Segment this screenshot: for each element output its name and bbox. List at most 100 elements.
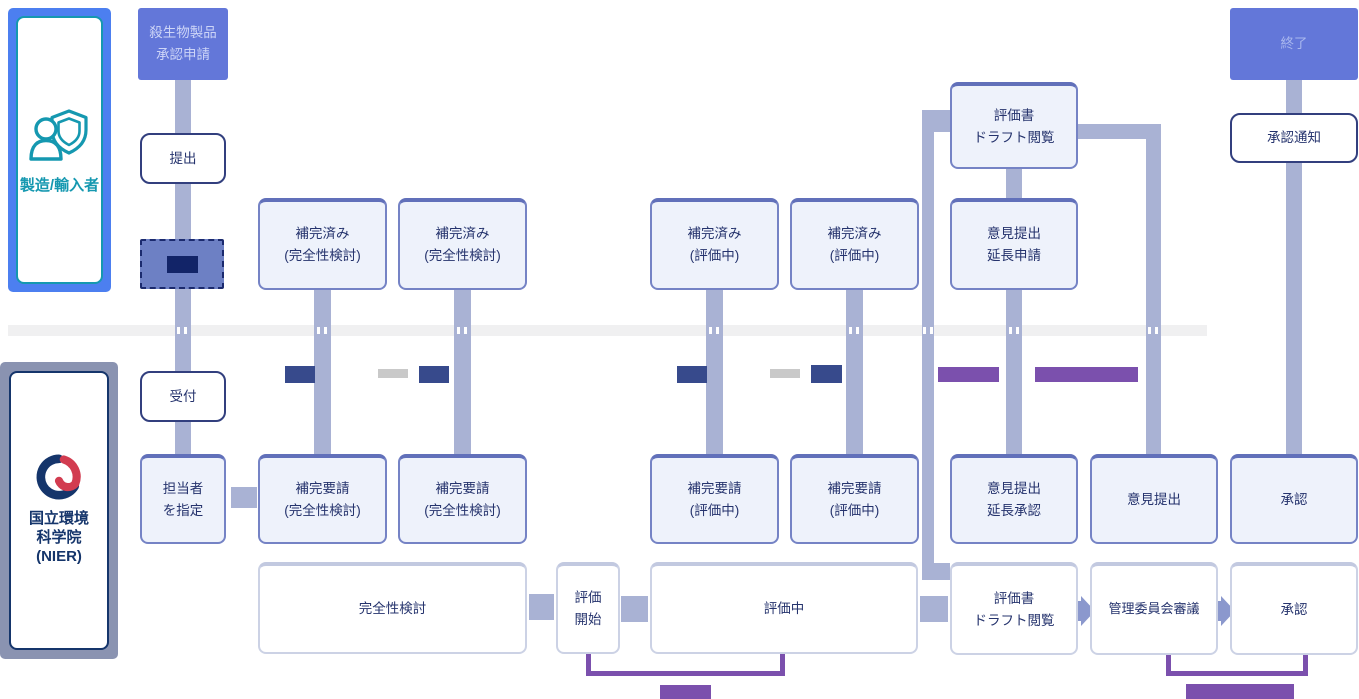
- node-completeness-review[interactable]: 完全性検討: [258, 562, 527, 654]
- band-crossing-dots: [1148, 327, 1160, 334]
- lane-nier: 国立環境 科学院 (NIER): [0, 362, 118, 659]
- node-label: 補完済み: [435, 226, 490, 242]
- node-label: 延長承認: [987, 503, 1041, 518]
- node-supplement-request-evaluation-2[interactable]: 補完要請 (評価中): [790, 454, 919, 544]
- node-approval-upper[interactable]: 承認: [1230, 454, 1358, 544]
- nier-swirl-logo: [36, 454, 81, 500]
- node-label: (評価中): [689, 248, 740, 263]
- person-shield-icon: [28, 108, 88, 161]
- bracket-approval-period: [1166, 652, 1308, 676]
- node-label: 評価: [574, 590, 602, 606]
- node-draft-view-state[interactable]: 評価書 ドラフト閲覧: [950, 562, 1078, 655]
- node-label: 補完要請: [827, 481, 882, 497]
- node-label: 管理委員会審議: [1108, 601, 1200, 617]
- marker-chip-navy: [811, 365, 842, 383]
- node-opinion-extension-approval[interactable]: 意見提出 延長承認: [950, 454, 1078, 544]
- node-supplement-request-completeness-1[interactable]: 補完要請 (完全性検討): [258, 454, 387, 544]
- node-label: 補完済み: [827, 226, 882, 242]
- node-supplemented-completeness-1[interactable]: 補完済み (完全性検討): [258, 198, 387, 290]
- node-submit[interactable]: 提出: [140, 133, 226, 184]
- node-approval-notice[interactable]: 承認通知: [1230, 113, 1358, 163]
- band-crossing-dots: [317, 327, 329, 334]
- node-label: 補完要請: [435, 481, 490, 497]
- node-committee-review[interactable]: 管理委員会審議: [1090, 562, 1218, 655]
- node-label: 承認: [1280, 601, 1308, 617]
- connector-draft-extension-request: [1006, 168, 1022, 198]
- node-approval-state[interactable]: 承認: [1230, 562, 1358, 655]
- connector-notice-approval: [1286, 163, 1302, 454]
- node-label: 殺生物製品: [149, 25, 217, 41]
- connector-end-notice: [1286, 80, 1302, 113]
- node-label: 補完要請: [295, 481, 350, 497]
- node-label: 評価書: [993, 107, 1035, 123]
- node-label: (完全性検討): [284, 248, 361, 263]
- marker-bar-purple: [1035, 367, 1138, 382]
- band-crossing-dots: [1009, 327, 1021, 334]
- timeline-band: [8, 325, 1207, 336]
- node-label: を指定: [162, 503, 204, 518]
- lane-nier-card: 国立環境 科学院 (NIER): [9, 371, 109, 650]
- node-opinion-submission[interactable]: 意見提出: [1090, 454, 1218, 544]
- node-reception[interactable]: 受付: [140, 371, 226, 422]
- node-supplemented-completeness-2[interactable]: 補完済み (完全性検討): [398, 198, 527, 290]
- node-assign-manager[interactable]: 担当者 を指定: [140, 454, 226, 544]
- node-label: 開始: [574, 612, 602, 627]
- marker-chip-navy: [285, 366, 315, 383]
- node-label: 完全性検討: [358, 601, 427, 617]
- node-label: (完全性検討): [424, 503, 501, 518]
- bracket-label-chip: [1186, 684, 1294, 699]
- marker-chip-navy: [677, 366, 707, 383]
- node-label: (評価中): [829, 503, 880, 518]
- node-draft-view-request[interactable]: 評価書 ドラフト閲覧: [950, 82, 1078, 169]
- node-supplement-request-evaluation-1[interactable]: 補完要請 (評価中): [650, 454, 779, 544]
- connector-reception-assign: [175, 422, 191, 454]
- band-crossing-dots: [177, 327, 189, 334]
- lane-nier-label: 国立環境 科学院 (NIER): [28, 510, 89, 565]
- node-under-evaluation[interactable]: 評価中: [650, 562, 918, 654]
- node-label: 承認申請: [156, 47, 210, 62]
- selected-item-chip: [166, 255, 198, 273]
- node-label: 意見提出: [987, 226, 1041, 242]
- node-label: 承認: [1280, 492, 1308, 508]
- node-supplemented-evaluation-2[interactable]: 補完済み (評価中): [790, 198, 919, 290]
- marker-bar-purple: [938, 367, 999, 382]
- node-label: 評価書: [993, 590, 1035, 606]
- lane-manufacturer-label: 製造/輸入者: [19, 176, 100, 194]
- node-label: 評価中: [763, 601, 805, 617]
- node-label: ドラフト閲覧: [973, 129, 1055, 145]
- node-label: 補完済み: [687, 226, 742, 242]
- node-label: 提出: [169, 150, 197, 166]
- bracket-evaluation-period: [586, 652, 785, 676]
- elbow-opinion-vertical: [1146, 124, 1161, 454]
- lane-manufacturer: 製造/輸入者: [8, 8, 111, 292]
- node-label: 補完要請: [687, 481, 742, 497]
- node-application[interactable]: 殺生物製品 承認申請: [138, 8, 228, 80]
- connector-extension-request-approval: [1006, 290, 1022, 454]
- connector-application-submit: [175, 80, 191, 133]
- node-supplemented-evaluation-1[interactable]: 補完済み (評価中): [650, 198, 779, 290]
- elbow-draft-vertical: [922, 110, 934, 580]
- node-label: ドラフト閲覧: [973, 612, 1055, 628]
- marker-chip-navy: [419, 366, 449, 383]
- band-crossing-dots: [849, 327, 861, 334]
- connector-supplement-completeness-1: [314, 290, 331, 454]
- node-label: (評価中): [829, 248, 880, 263]
- node-supplement-request-completeness-2[interactable]: 補完要請 (完全性検討): [398, 454, 527, 544]
- node-label: 補完済み: [295, 226, 350, 242]
- node-label: 担当者: [162, 481, 204, 497]
- node-label: (評価中): [689, 503, 740, 518]
- node-evaluation-start[interactable]: 評価 開始: [556, 562, 620, 654]
- band-crossing-dots: [457, 327, 469, 334]
- elbow-opinion-horizontal: [1078, 124, 1154, 139]
- node-selected-item[interactable]: [140, 239, 224, 289]
- node-opinion-extension-request[interactable]: 意見提出 延長申請: [950, 198, 1078, 290]
- connector-submit-selected: [175, 184, 191, 239]
- node-label: (完全性検討): [424, 248, 501, 263]
- node-end[interactable]: 終了: [1230, 8, 1358, 80]
- connector-evalstart-evaluating: [621, 596, 648, 622]
- node-label: 承認通知: [1267, 130, 1321, 146]
- bracket-label-chip: [660, 685, 711, 699]
- node-label: 意見提出: [987, 481, 1041, 497]
- elbow-draft-foot: [922, 563, 950, 580]
